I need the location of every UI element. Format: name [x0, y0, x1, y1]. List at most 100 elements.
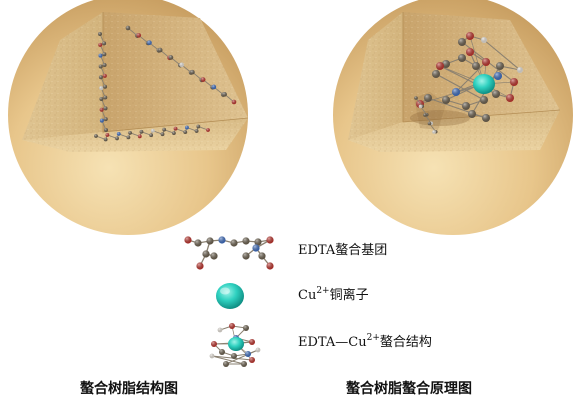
legend-complex-label: EDTA—Cu2+螯合结构: [298, 333, 432, 351]
atom-shading: [230, 239, 238, 247]
atom-shading: [103, 106, 108, 111]
atom-shading: [128, 130, 133, 135]
atom-shading: [99, 86, 104, 91]
bond: [427, 97, 487, 119]
atom-shading: [168, 55, 174, 60]
atom-shading: [183, 130, 188, 135]
atom-shading: [466, 32, 474, 40]
atom-shading: [103, 95, 108, 100]
atom-shading: [171, 131, 176, 136]
atom-shading: [255, 347, 261, 353]
atom-shading: [210, 252, 218, 260]
atom-shading: [462, 102, 470, 110]
atom-shading: [98, 75, 103, 80]
legend-complex-icon: [209, 323, 261, 367]
atom-shading: [202, 250, 210, 258]
chelation-principle-sphere: [333, 0, 573, 235]
atom-shading: [209, 353, 215, 359]
atom-shading: [98, 64, 103, 69]
atom-shading: [452, 88, 460, 96]
atom-shading: [196, 124, 201, 129]
legend-edta-group-icon: [184, 236, 274, 270]
atom-shading: [94, 134, 98, 138]
atom-shading: [432, 70, 440, 78]
atom-shading: [104, 128, 108, 132]
atom-shading: [103, 84, 108, 89]
atom-shading: [194, 239, 202, 247]
atom-shading: [266, 236, 274, 244]
atom-shading: [102, 63, 107, 68]
atom-shading: [506, 94, 514, 102]
atom-shading: [472, 62, 480, 70]
atom-shading: [241, 361, 247, 367]
atom-shading: [436, 62, 444, 70]
atom-shading: [242, 252, 250, 260]
atom-shading: [432, 130, 436, 134]
atom-shading: [98, 53, 103, 58]
atom-shading: [258, 252, 266, 260]
left-figure-caption: 螯合树脂结构图: [80, 381, 178, 397]
atom-shading: [98, 42, 103, 47]
atom-shading: [99, 96, 104, 101]
atom-shading: [245, 351, 251, 357]
bond: [211, 355, 245, 365]
atom-shading: [466, 48, 474, 56]
atom-shading: [200, 77, 206, 82]
atom-shading: [102, 52, 107, 57]
atom-shading: [414, 96, 418, 100]
atom-shading: [102, 41, 107, 46]
atom-shading: [206, 128, 210, 132]
atom-shading: [211, 84, 217, 90]
atom-shading: [194, 129, 199, 133]
atom-shading: [99, 118, 104, 123]
bond: [435, 73, 485, 101]
atom-shading: [179, 62, 184, 68]
atom-shading: [147, 40, 152, 46]
atom-shading: [231, 353, 237, 359]
atom-shading: [482, 114, 490, 122]
atom-shading: [481, 37, 487, 43]
atom-shading: [423, 113, 427, 117]
atom-shading: [185, 125, 189, 130]
atom-shading: [160, 132, 165, 137]
atom-shading: [217, 327, 223, 333]
legend-edta-label: EDTA螯合基团: [298, 243, 388, 258]
atom-shading: [468, 110, 476, 118]
legend-cu-ion-icon: [216, 283, 244, 309]
atom-shading: [254, 238, 262, 246]
atom-shading: [98, 32, 102, 36]
atom-shading: [139, 129, 144, 134]
atom-shading: [116, 131, 121, 136]
atom-shading: [149, 133, 154, 138]
atom-shading: [125, 25, 131, 31]
atom-shading: [249, 339, 255, 345]
atom-shading: [223, 361, 229, 367]
atom-shading: [243, 325, 249, 331]
edta-cu-complex-model: [414, 32, 523, 134]
atom-shading: [218, 236, 226, 244]
atom-shading: [424, 94, 432, 102]
atom-shading: [427, 121, 432, 126]
atom-shading: [137, 134, 142, 139]
atom-shading: [126, 135, 131, 140]
bond: [483, 39, 521, 71]
atom-shading: [480, 96, 488, 104]
atom-shading: [492, 90, 500, 98]
atom-shading: [136, 33, 142, 38]
atom-shading: [496, 62, 504, 70]
atom-shading: [482, 58, 490, 66]
atom-shading: [190, 69, 195, 75]
atom-shading: [173, 126, 178, 131]
cu-ion: [473, 74, 495, 94]
atom-shading: [105, 133, 110, 137]
atom-shading: [229, 323, 235, 329]
atom-shading: [103, 137, 108, 142]
right-figure-caption: 螯合树脂螯合原理图: [346, 381, 472, 397]
atom-shading: [99, 107, 104, 112]
atom-shading: [458, 54, 466, 62]
atom-shading: [418, 104, 423, 109]
atom-shading: [196, 262, 204, 270]
atom-shading: [102, 73, 107, 78]
atom-shading: [206, 237, 214, 245]
